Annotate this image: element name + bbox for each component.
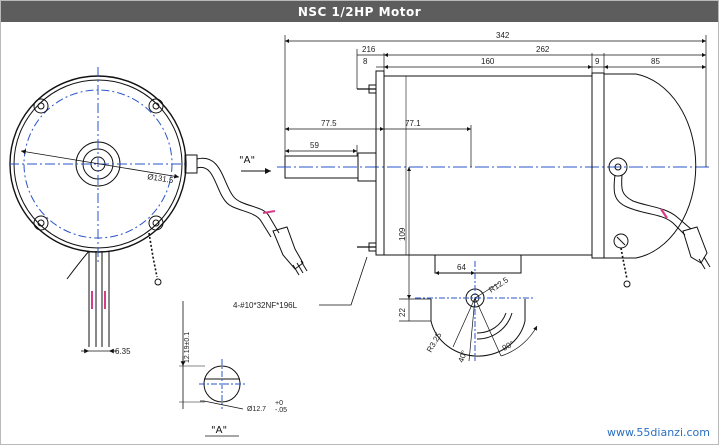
- dim-262: 262: [536, 45, 550, 54]
- dim-phi131-5: Ø131.5: [147, 172, 175, 185]
- side-view: [277, 70, 711, 362]
- tol-upper: +0: [275, 400, 283, 407]
- dim-64: 64: [457, 263, 466, 272]
- dim-109: 109: [398, 227, 407, 241]
- dim-r12-5: R12.5: [487, 275, 510, 294]
- dimension-lines: [284, 35, 707, 322]
- dim-85: 85: [651, 57, 660, 66]
- watermark: www.55dianzi.com: [606, 426, 710, 439]
- dim-77-5: 77.5: [321, 119, 337, 128]
- dim-59: 59: [310, 141, 319, 150]
- bolt-boss-tr: [148, 98, 164, 114]
- bolt-boss-tl: [33, 98, 49, 114]
- dim-342: 342: [496, 31, 510, 40]
- dim-angle-40: 40°: [456, 349, 469, 363]
- dimension-texts: 342 216 262 8 160 9 85 77.5 77.1 59 109 …: [233, 31, 660, 364]
- dim-12-19: 12.19±0.1: [184, 332, 191, 363]
- dim-216: 216: [362, 45, 376, 54]
- tol-lower: -.05: [275, 407, 287, 414]
- dim-6-35: 6.35: [115, 347, 131, 356]
- dim-77-1: 77.1: [405, 119, 421, 128]
- shaft-end-view: [179, 301, 245, 437]
- dim-phi12-7: Ø12.7: [247, 406, 266, 413]
- dim-r3-25: R3.25: [425, 331, 444, 354]
- dim-160: 160: [481, 57, 495, 66]
- page-title: NSC 1/2HP Motor: [297, 4, 422, 19]
- bolt-boss-br: [148, 215, 164, 231]
- view-a-bottom-label: "A": [211, 425, 227, 436]
- bolt-boss-bl: [33, 215, 49, 231]
- dim-9: 9: [595, 57, 600, 66]
- title-bar: NSC 1/2HP Motor: [1, 1, 718, 22]
- view-a-label: "A": [239, 155, 255, 166]
- dim-8: 8: [363, 57, 368, 66]
- dim-22: 22: [398, 308, 407, 317]
- screw-callout: 4-#10*32NF*196L: [233, 301, 298, 310]
- end-view: [9, 67, 308, 354]
